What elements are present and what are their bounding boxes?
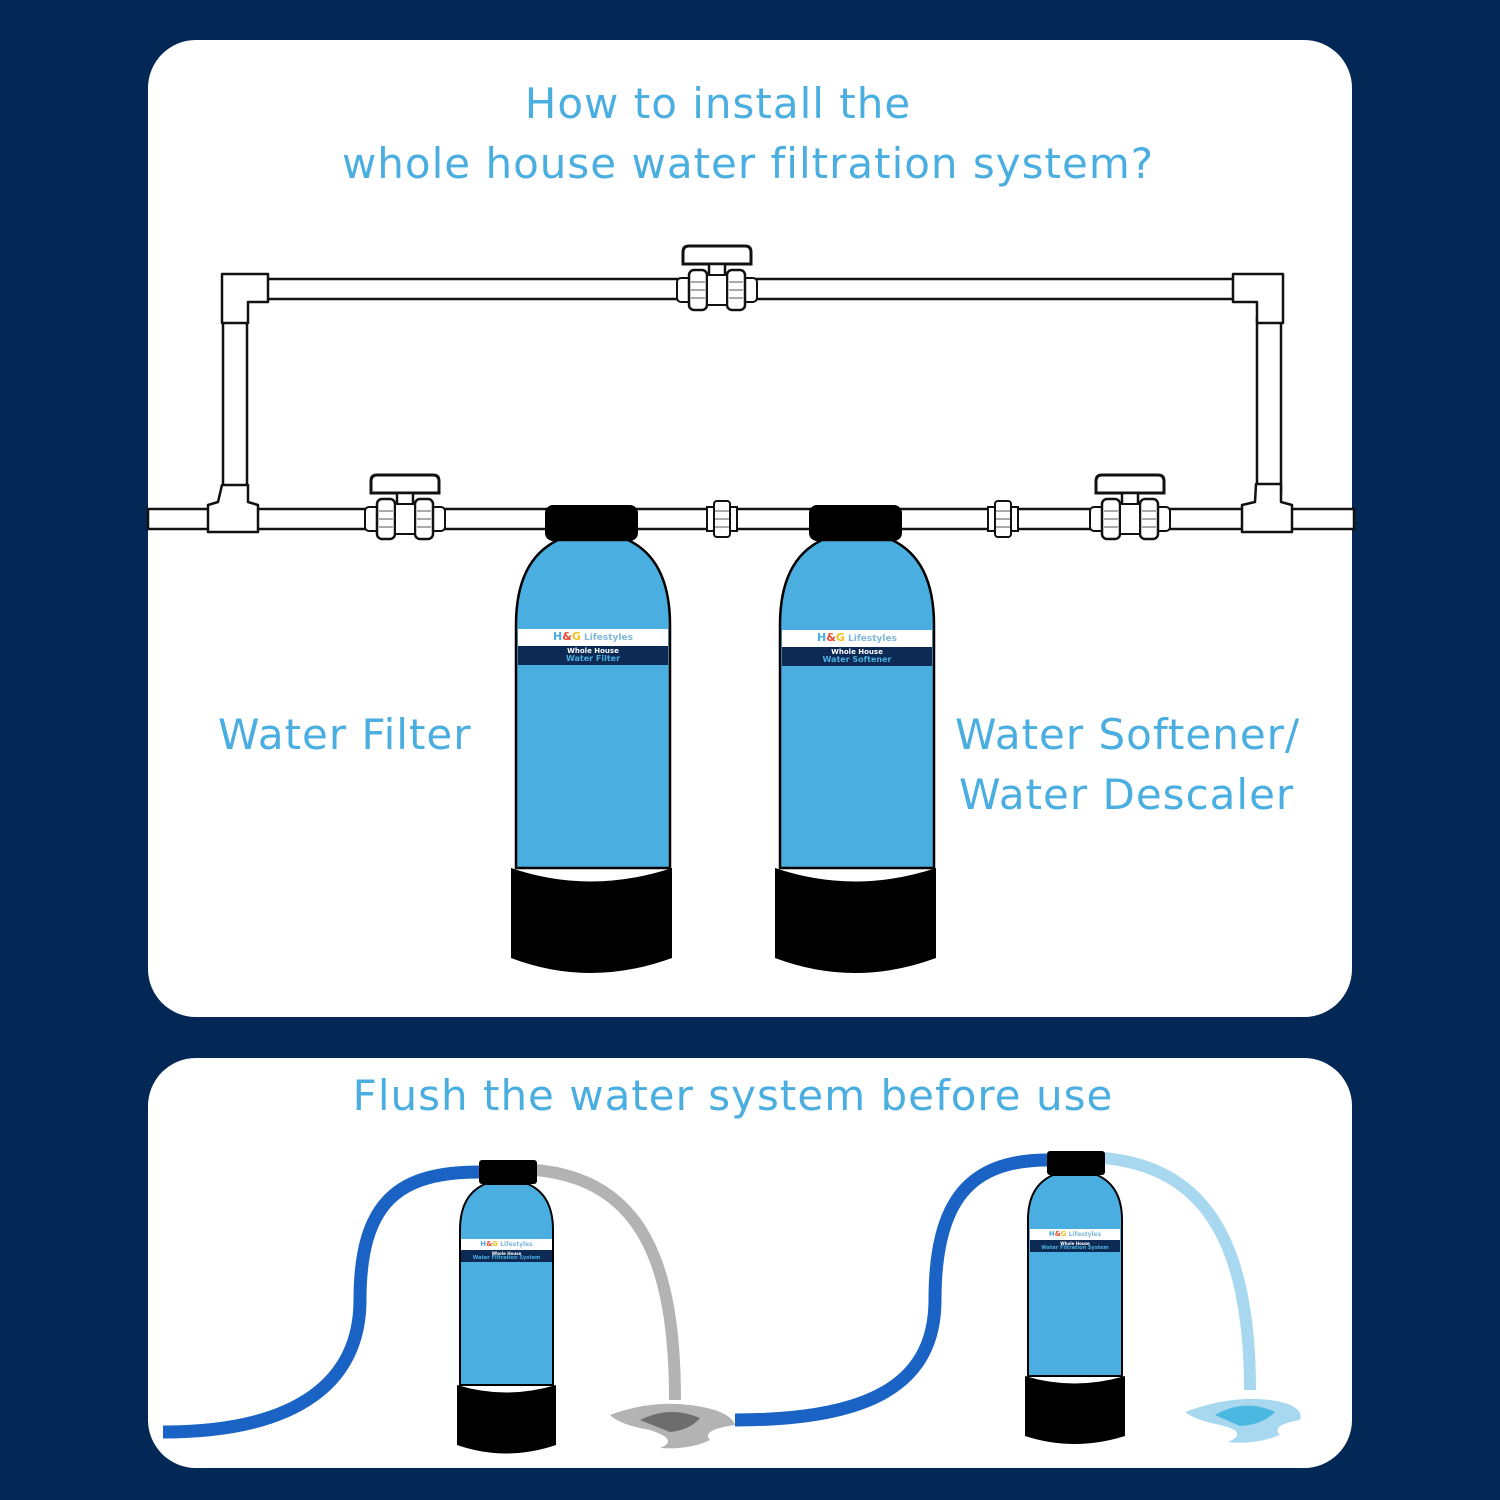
brand-logo: H&G Lifestyles — [461, 1239, 552, 1250]
elbow-right — [1231, 272, 1285, 325]
flush-title: Flush the water system before use — [352, 1071, 1114, 1120]
bypass-pipe — [221, 277, 1283, 495]
product-band: Whole House Water Filtration System — [1030, 1240, 1120, 1252]
inlet-hose — [162, 1165, 481, 1439]
inlet-valve-icon — [363, 473, 447, 541]
tank-label: H&G Lifestyles Whole House Water Softene… — [782, 630, 932, 666]
bypass-valve-icon — [675, 244, 759, 312]
water-softener-label-line-1: Water Softener/ — [955, 710, 1301, 759]
outlet-hose-clean — [1103, 1152, 1256, 1391]
product-band: Whole House Water Filter — [518, 646, 668, 665]
outlet-valve-icon — [1088, 473, 1172, 541]
brand-logo: H&G Lifestyles — [1030, 1229, 1120, 1240]
tee-right — [1240, 482, 1294, 534]
outlet-hose-dirty — [535, 1164, 681, 1401]
install-title-line-2: whole house water filtration system? — [341, 139, 1155, 188]
flush-scene-clean — [734, 1151, 1301, 1444]
water-filter-label: Water Filter — [218, 710, 472, 759]
water-softener-label-line-2: Water Descaler — [959, 770, 1295, 819]
water-softener-tank — [775, 505, 936, 973]
tank-label: H&G Lifestyles Whole House Water Filtrat… — [1030, 1229, 1120, 1252]
brand-logo: H&G Lifestyles — [782, 630, 932, 647]
water-filter-tank — [511, 505, 672, 973]
union-fitting-icon — [987, 500, 1019, 538]
install-title: How to install the whole house water fil… — [148, 74, 1308, 194]
union-fitting-icon — [706, 500, 738, 538]
inlet-hose — [734, 1153, 1049, 1427]
water-softener-label: Water Softener/ Water Descaler — [955, 705, 1300, 825]
product-band: Whole House Water Softener — [782, 647, 932, 666]
tee-left — [206, 483, 260, 534]
flush-scene-dirty — [162, 1160, 735, 1454]
elbow-left — [220, 272, 270, 325]
tank-label: H&G Lifestyles Whole House Water Filter — [518, 629, 668, 665]
tank-label: H&G Lifestyles Whole House Water Filtrat… — [461, 1239, 552, 1262]
main-pipe — [146, 507, 1356, 531]
product-band: Whole House Water Filtration System — [461, 1250, 552, 1262]
brand-logo: H&G Lifestyles — [518, 629, 668, 646]
flush-panel — [148, 1058, 1352, 1468]
install-title-line-1: How to install the — [524, 79, 912, 128]
